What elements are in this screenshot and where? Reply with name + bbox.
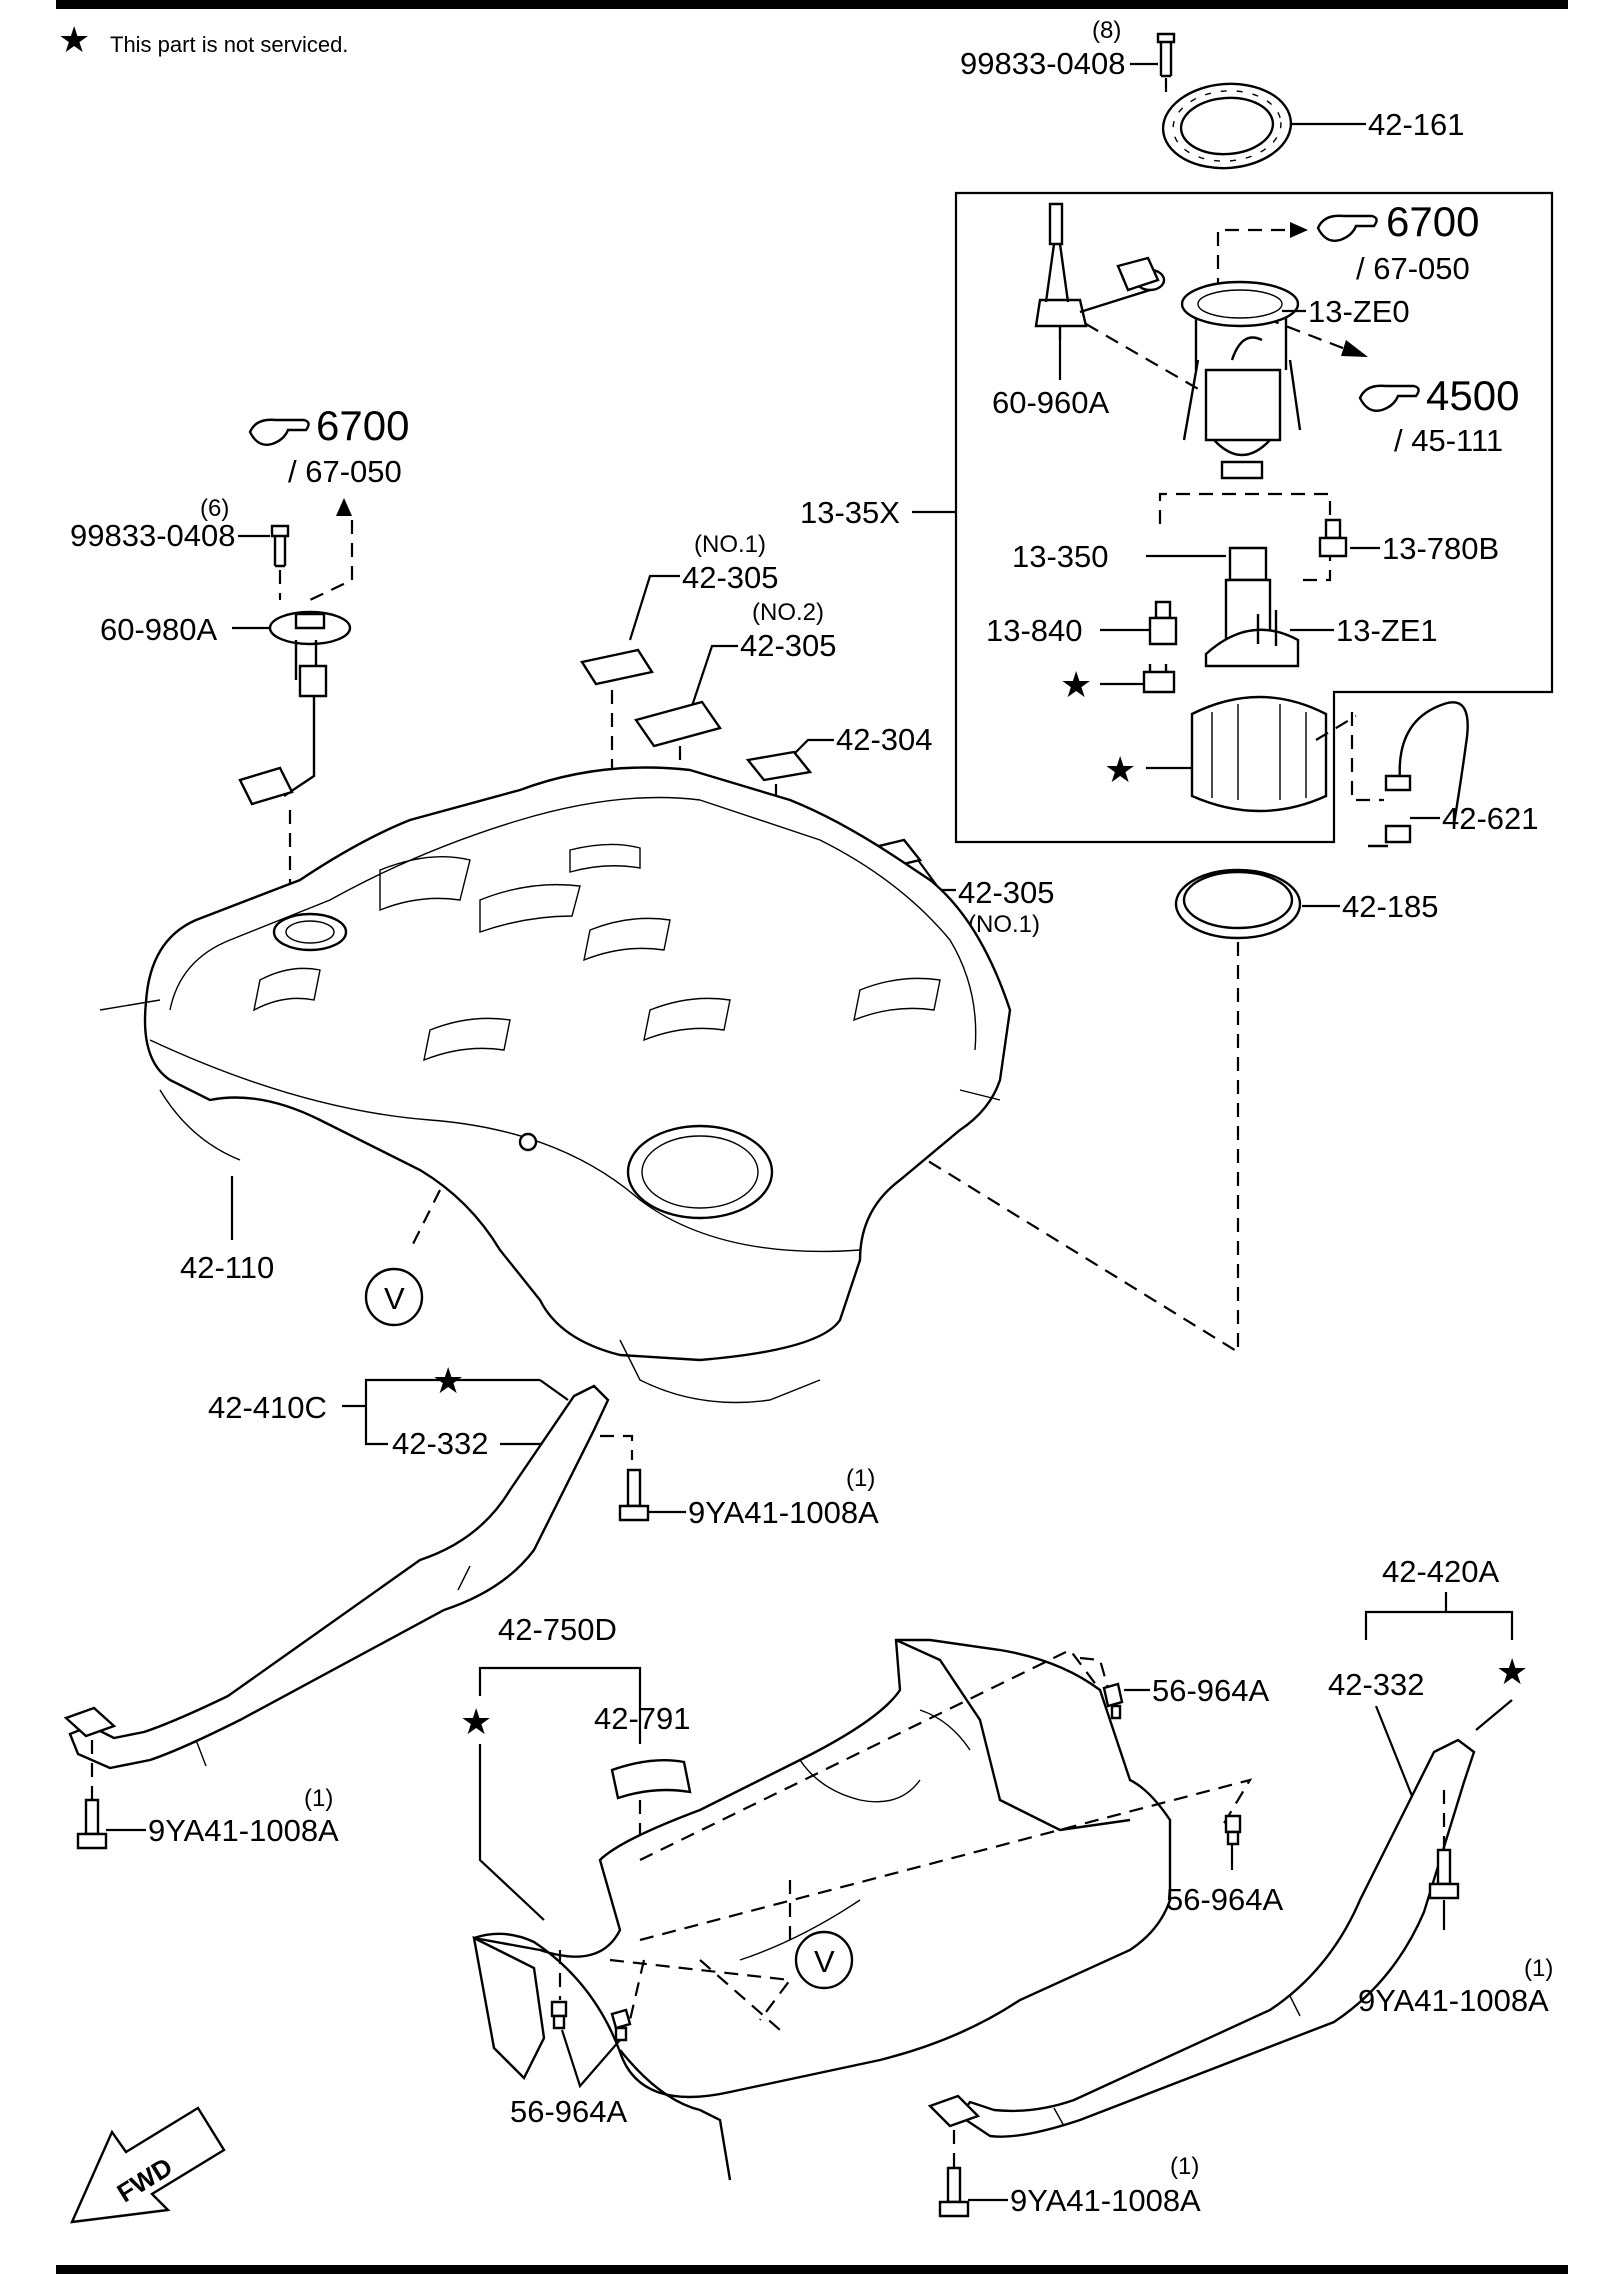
pad-42-791[interactable]: [610, 1759, 692, 1800]
label-9YA-a: 9YA41-1008A: [688, 1495, 879, 1530]
ref-6700-left[interactable]: 6700 / 67-050: [248, 402, 409, 489]
label-42-305-b: 42-305: [740, 628, 837, 663]
label-42-305-a: 42-305: [682, 560, 779, 595]
fwd-arrow-icon: FWD: [70, 2106, 226, 2224]
ref-6700-top-num: 6700: [1386, 198, 1479, 245]
harness-42-621[interactable]: [1368, 701, 1469, 848]
sender-unit-60-960A[interactable]: [1034, 202, 1166, 340]
top-border-bar: [56, 0, 1568, 9]
qty-9YA-d: (1): [1170, 2153, 1199, 2180]
label-42-304: 42-304: [836, 722, 933, 757]
label-60-960A: 60-960A: [992, 385, 1110, 420]
note-star: ★: [58, 19, 90, 60]
label-56-964A-b: 56-964A: [1166, 1882, 1284, 1917]
clip-56-964A-c2[interactable]: [610, 2008, 632, 2042]
gasket-42-161[interactable]: [1160, 80, 1294, 173]
ref-4500[interactable]: 4500 / 45-111: [1358, 372, 1519, 458]
star-strap-left: ★: [432, 1360, 464, 1401]
strap-42-420A[interactable]: [927, 1738, 1476, 2138]
bolt-9YA-a[interactable]: [618, 1468, 650, 1522]
bolt-9YA-d[interactable]: [938, 2166, 970, 2218]
bolt-99833-left[interactable]: [270, 524, 290, 568]
bolt-9YA-c[interactable]: [1428, 1848, 1460, 1900]
reservoir-cup-not-serviced[interactable]: [1190, 695, 1328, 813]
star-strap-right: ★: [1496, 1651, 1528, 1692]
label-60-980A: 60-980A: [100, 612, 218, 647]
label-42-750D: 42-750D: [498, 1612, 617, 1647]
label-9YA-d: 9YA41-1008A: [1010, 2183, 1201, 2218]
qty-99833-left: (6): [200, 495, 229, 522]
view-marker-v-left: [364, 1267, 424, 1327]
star-reservoir: ★: [1104, 749, 1136, 790]
ref-6700-top-sub: / 67-050: [1356, 251, 1470, 286]
view-v-right: V: [814, 1944, 835, 1979]
ref-4500-sub: / 45-111: [1394, 423, 1503, 458]
fuel-tank-42-110[interactable]: [99, 766, 1012, 1404]
pad-42-305-no1-a[interactable]: [580, 648, 654, 686]
bolt-9YA-b[interactable]: [76, 1798, 108, 1850]
ref-6700-left-num: 6700: [316, 402, 409, 449]
label-13-780B: 13-780B: [1382, 531, 1499, 566]
bracket-13-ZE1[interactable]: [1204, 610, 1300, 668]
label-42-420A: 42-420A: [1382, 1554, 1500, 1589]
label-9YA-c: 9YA41-1008A: [1358, 1983, 1549, 2018]
label-9YA-b: 9YA41-1008A: [148, 1813, 339, 1848]
sender-unit-60-980A[interactable]: [238, 610, 352, 806]
label-13-35X: 13-35X: [800, 495, 900, 530]
star-clip: ★: [1060, 664, 1092, 705]
qty-9YA-a: (1): [846, 1465, 875, 1492]
pad-42-304[interactable]: [745, 750, 813, 782]
label-42-791: 42-791: [594, 1701, 691, 1736]
note-text: This part is not serviced.: [110, 32, 348, 57]
label-42-185: 42-185: [1342, 889, 1439, 924]
label-99833-top: 99833-0408: [960, 46, 1126, 81]
label-13-ZE0: 13-ZE0: [1308, 294, 1410, 329]
qty-9YA-c: (1): [1524, 1955, 1553, 1982]
label-42-332-a: 42-332: [392, 1426, 489, 1461]
regulator-13-780B[interactable]: [1318, 518, 1348, 558]
label-42-110: 42-110: [180, 1250, 274, 1285]
ref-4500-num: 4500: [1426, 372, 1519, 419]
label-42-161: 42-161: [1368, 107, 1465, 142]
qty-42-305-c: (NO.1): [968, 911, 1040, 938]
strap-42-410C[interactable]: [63, 1384, 610, 1770]
label-56-964A-a: 56-964A: [1152, 1673, 1270, 1708]
clip-56-964A-b[interactable]: [1224, 1814, 1242, 1846]
star-cover: ★: [460, 1701, 492, 1742]
ref-6700-top[interactable]: 6700 / 67-050: [1316, 198, 1479, 286]
view-v-left: V: [384, 1281, 405, 1316]
label-42-410C: 42-410C: [208, 1390, 327, 1425]
qty-42-305-b: (NO.2): [752, 599, 824, 626]
ref-6700-left-sub: / 67-050: [288, 454, 402, 489]
view-marker-v-right: [794, 1930, 854, 1990]
label-13-ZE1: 13-ZE1: [1336, 613, 1438, 648]
pad-42-305-no2[interactable]: [634, 700, 722, 748]
qty-9YA-b: (1): [304, 1785, 333, 1812]
bottom-border-bar: [56, 2265, 1568, 2274]
clip-56-964A-c1[interactable]: [550, 2000, 568, 2030]
label-42-332-b: 42-332: [1328, 1667, 1425, 1702]
filter-13-840[interactable]: [1148, 600, 1178, 646]
fuel-pump-assembly-box: [954, 191, 1554, 844]
bolt-99833-top[interactable]: [1156, 32, 1176, 78]
label-42-305-c: 42-305: [958, 875, 1055, 910]
qty-99833-top: (8): [1092, 17, 1121, 44]
label-99833-left: 99833-0408: [70, 518, 236, 553]
qty-42-305-a: (NO.1): [694, 531, 766, 558]
clip-56-964A-a[interactable]: [1102, 1682, 1124, 1720]
clip-not-serviced[interactable]: [1142, 664, 1176, 694]
label-13-840: 13-840: [986, 613, 1083, 648]
seal-ring-42-185[interactable]: [1174, 868, 1302, 940]
label-56-964A-c: 56-964A: [510, 2094, 628, 2129]
label-42-621: 42-621: [1442, 801, 1539, 836]
label-13-350: 13-350: [1012, 539, 1109, 574]
pump-module-13-ZE0[interactable]: [1180, 280, 1302, 480]
